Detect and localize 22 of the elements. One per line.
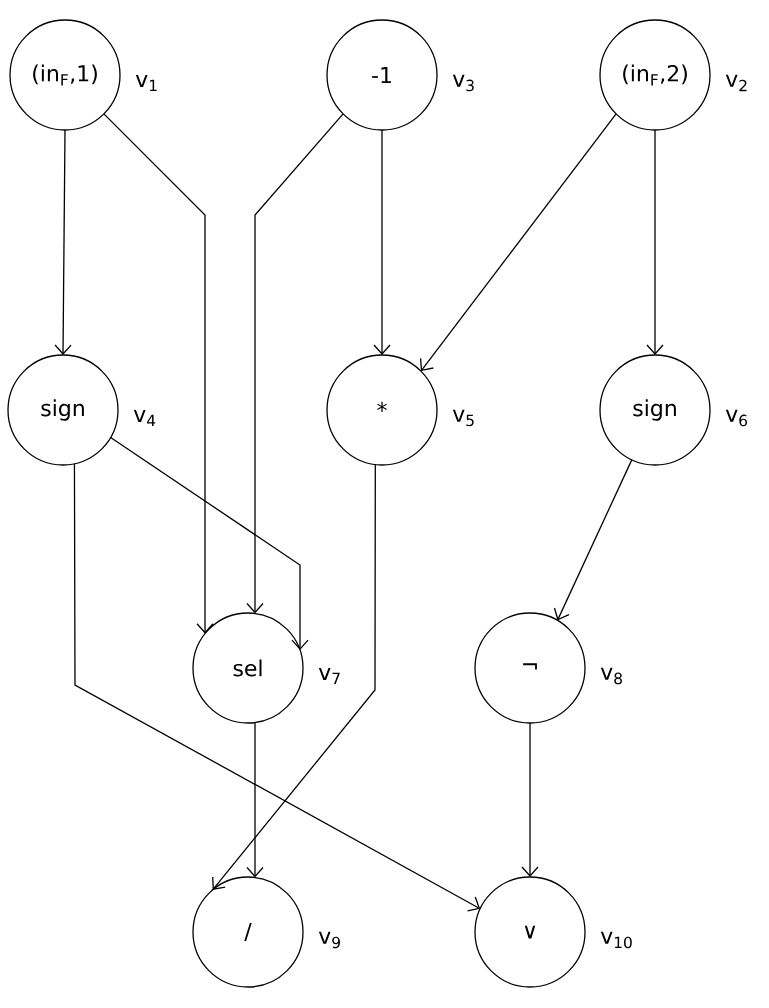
arrow	[419, 113, 617, 372]
node-label: v$_{3}$	[452, 74, 474, 92]
node-label: v$_{1}$	[135, 74, 157, 92]
node-label: v$_{5}$	[452, 409, 474, 427]
node-label: v$_{9}$	[318, 931, 340, 949]
node-label: v$_{8}$	[600, 667, 622, 685]
node-label: v$_{4}$	[133, 409, 156, 427]
arrow	[73, 463, 481, 912]
arrow	[246, 113, 344, 614]
arrow	[553, 459, 633, 621]
node-label: v$_{7}$	[318, 667, 340, 685]
node-label: v$_{10}$	[600, 931, 632, 949]
arrow	[103, 113, 214, 634]
arrow	[646, 129, 664, 355]
arrow	[212, 463, 376, 890]
arrow	[54, 129, 72, 355]
node-label: v$_{6}$	[725, 409, 748, 427]
arrow	[521, 722, 539, 877]
arrow	[373, 129, 391, 355]
arrow	[109, 436, 309, 651]
arrow	[246, 721, 264, 878]
node-label: v$_{2}$	[725, 74, 747, 92]
